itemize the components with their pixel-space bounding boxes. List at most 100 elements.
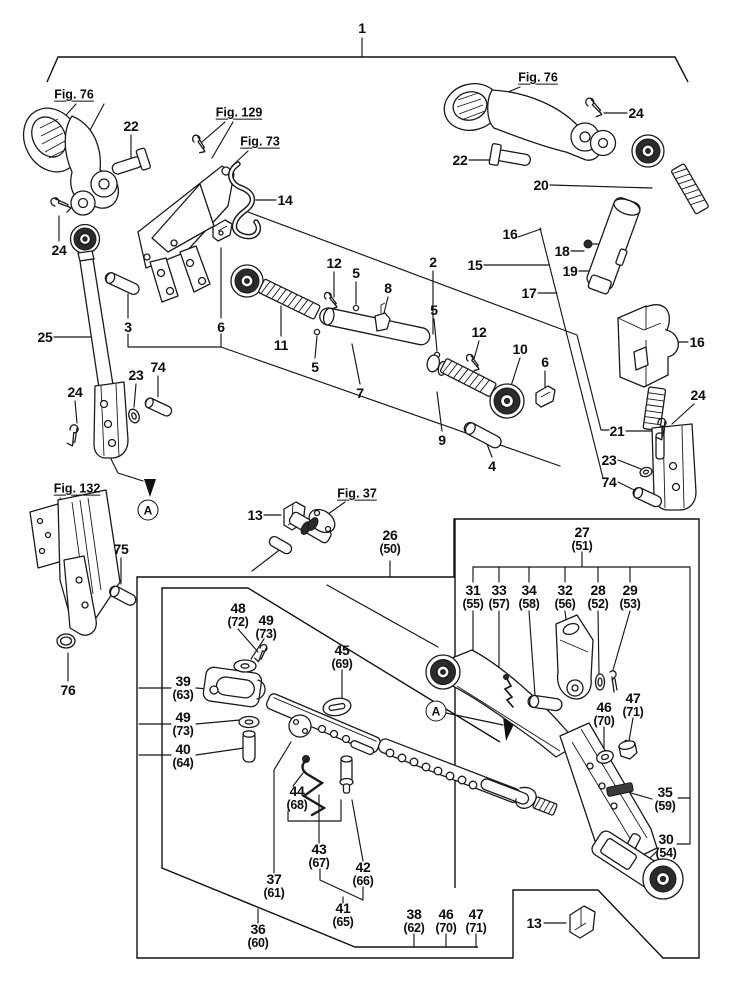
part-clevis-39 [202, 666, 265, 707]
callout-12-right: 12 [471, 323, 487, 340]
callout-2: 2 [429, 253, 437, 270]
callout-24-left: 24 [67, 383, 83, 400]
callout-37: 37(61) [263, 870, 285, 901]
part-pin-74-right [631, 486, 663, 509]
part-stud-42 [340, 756, 353, 793]
part-pin-35 [606, 782, 633, 796]
callout-33: 33(57) [488, 581, 510, 612]
callout-13-left: 13 [247, 506, 263, 523]
part-hook-14 [231, 164, 259, 237]
part-washer-49-lower [239, 717, 259, 728]
callout-38: 38(62) [403, 905, 425, 936]
callout-5-a: 5 [352, 264, 360, 281]
callout-43: 43(67) [308, 840, 330, 871]
callout-17: 17 [521, 284, 537, 301]
cotter-pin-24-topright [582, 96, 605, 119]
callout-34: 34(58) [518, 581, 540, 612]
part-cotter-29 [610, 671, 617, 692]
callout-23-left: 23 [128, 366, 144, 383]
callout-11: 11 [273, 336, 289, 353]
callout-46-right: 46(70) [593, 698, 615, 729]
callout-12-left: 12 [326, 254, 342, 271]
callout-49-upper: 49(73) [255, 611, 277, 642]
callout-36: 36(60) [247, 920, 269, 951]
part-cam-45 [322, 696, 353, 718]
callout-9: 9 [438, 431, 446, 448]
callout-23-right: 23 [601, 451, 617, 468]
part-shaft-fig37 [268, 505, 340, 556]
part-ball-end-30 [589, 828, 683, 899]
callout-40: 40(64) [172, 740, 194, 771]
part-wedge-6-left [213, 220, 232, 241]
callout-19: 19 [562, 262, 578, 279]
callout-75: 75 [113, 540, 129, 557]
callout-7: 7 [356, 384, 364, 401]
callout-5-c: 5 [311, 358, 319, 375]
part-mount-bracket-fig73 [138, 166, 234, 302]
part-hook-end [480, 777, 558, 815]
part-grease-plug-18 [584, 240, 598, 248]
part-rocker-arm-right [439, 78, 615, 160]
part-washer-23-right [639, 466, 653, 478]
callout-15: 15 [467, 256, 483, 273]
callout-22-right: 22 [452, 151, 468, 168]
callout-39: 39(63) [172, 672, 194, 703]
part-nut-47-right [618, 739, 638, 761]
fig-ref-132: Fig. 132 [53, 481, 101, 496]
part-lower-clevis-21 [643, 387, 696, 510]
fig-ref-37: Fig. 37 [337, 486, 377, 501]
callout-48: 48(72) [227, 599, 249, 630]
part-link-32 [556, 615, 593, 699]
callout-49-lower: 49(73) [172, 708, 194, 739]
callout-27: 27(51) [571, 523, 593, 554]
part-rocker-arm-left [13, 98, 119, 215]
fig-ref-76-right: Fig. 76 [518, 70, 558, 85]
callout-47-bottom: 47(71) [465, 905, 487, 936]
callout-42: 42(66) [352, 858, 374, 889]
callout-28: 28(52) [587, 581, 609, 612]
callout-25: 25 [37, 328, 53, 345]
callout-14: 14 [277, 191, 293, 208]
part-swivel-plate-37 [265, 692, 382, 755]
part-turnbuckle-body-19 [584, 196, 644, 296]
callout-16-lower: 16 [689, 333, 705, 350]
callout-6-right: 6 [541, 353, 549, 370]
callout-6-left: 6 [217, 318, 225, 335]
part-washer-49-upper [234, 660, 256, 672]
callout-47-right: 47(71) [622, 689, 644, 720]
callout-35: 35(59) [654, 783, 676, 814]
view-marker-a-1: A [137, 499, 159, 521]
part-pin-75 [108, 584, 138, 607]
callout-45: 45(69) [331, 641, 353, 672]
part-pin-74-left [144, 397, 174, 418]
callout-24-topleft: 24 [51, 241, 67, 258]
callout-26-num: 26 [382, 526, 398, 543]
part-bracket-fig132 [30, 490, 120, 635]
fig-ref-129: Fig. 129 [215, 105, 263, 120]
part-top-link [231, 265, 524, 418]
callout-16-upper: 16 [502, 225, 518, 242]
part-pin-4 [462, 420, 503, 449]
callout-29: 29(53) [619, 581, 641, 612]
callout-8: 8 [384, 279, 392, 296]
callout-41: 41(65) [332, 899, 354, 930]
part-washer-23-left [127, 408, 141, 425]
part-pin-34 [527, 695, 562, 712]
callout-3: 3 [124, 318, 132, 335]
part-oring-76 [57, 634, 75, 648]
cotter-pin-24-left [60, 422, 86, 449]
part-rod-end-20 [632, 135, 709, 214]
callout-13-right: 13 [526, 914, 542, 931]
part-pin-40 [243, 731, 255, 762]
callout-30: 30(54) [655, 830, 677, 861]
part-guide-16 [618, 305, 678, 387]
callout-21: 21 [609, 422, 625, 439]
view-marker-a-2: A [425, 700, 447, 722]
part-wedge-6-right [536, 386, 555, 407]
callout-5-b: 5 [430, 301, 438, 318]
callout-31: 31(55) [462, 581, 484, 612]
callout-20: 20 [533, 176, 549, 193]
callout-10: 10 [512, 340, 528, 357]
part-wedge-13-right [570, 906, 595, 938]
